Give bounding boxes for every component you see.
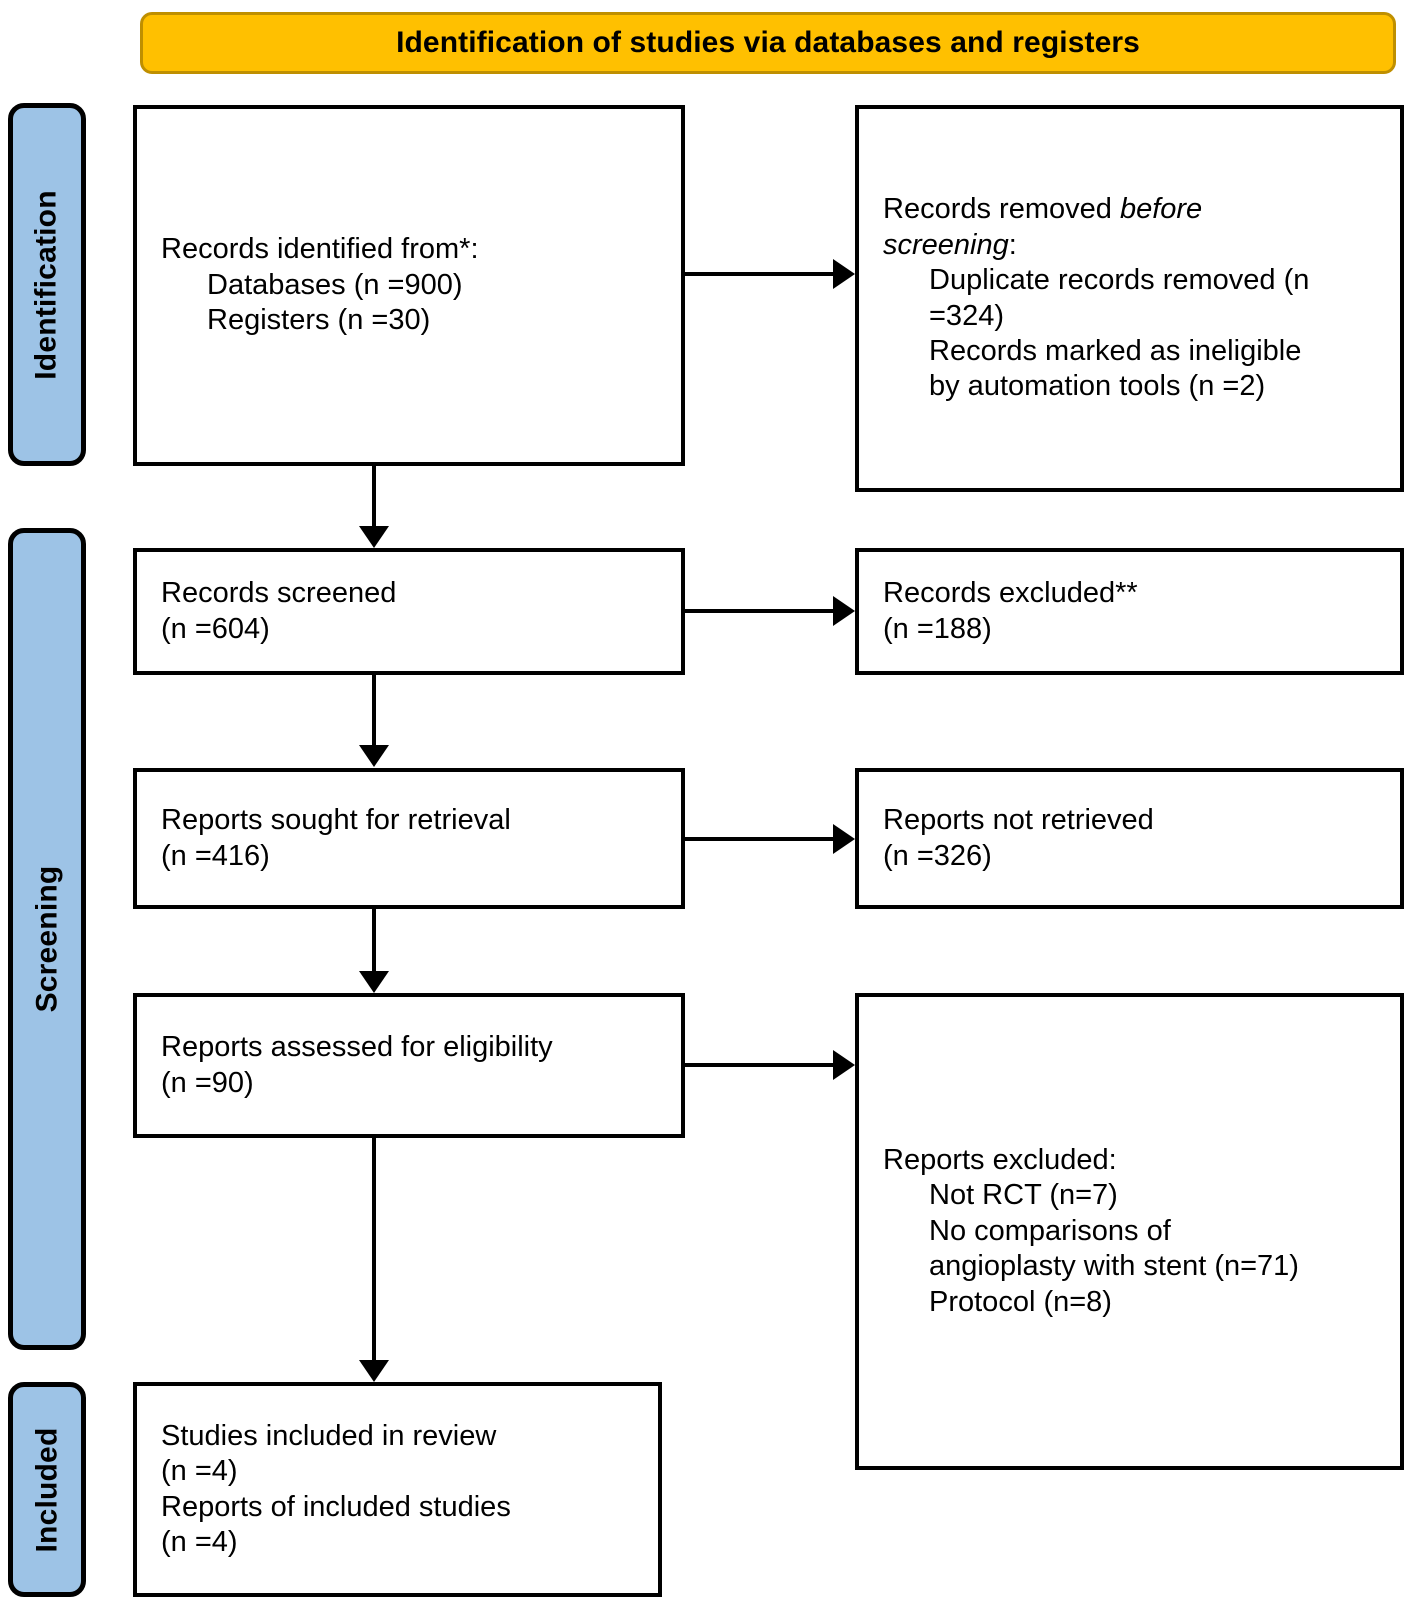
box-records-identified: Records identified from*: Databases (n =… [133,105,685,466]
connector-screened-to-sought [372,675,376,745]
reports-of-included-studies-count: (n =4) [161,1525,238,1558]
connector-screened-to-excluded [685,609,833,613]
records-removed-heading-line-1: Records removed before [883,192,1376,227]
arrowhead-right-to-removed [833,259,855,289]
arrowhead-down-to-included [359,1360,389,1382]
records-removed-duplicates-line-1: Duplicate records removed (n [929,264,1310,297]
box-reports-not-retrieved: Reports not retrieved (n =326) [855,768,1404,909]
connector-sought-to-assessed [372,909,376,971]
studies-included-count: (n =4) [161,1455,238,1488]
connector-assessed-to-reports-excluded [685,1063,833,1067]
box-studies-included: Studies included in review (n =4) Report… [133,1382,662,1597]
records-identified-databases: Databases (n =900) [207,268,463,301]
stage-label-screening: Screening [8,528,86,1350]
connector-assessed-to-included [372,1138,376,1360]
records-removed-heading-line-2: screening: [883,228,1376,263]
records-excluded-label: Records excluded** [883,577,1138,610]
arrowhead-right-to-excluded [833,596,855,626]
diagram-title: Identification of studies via databases … [396,26,1140,59]
box-reports-sought-for-retrieval: Reports sought for retrieval (n =416) [133,768,685,909]
reports-excluded-no-comparisons-line-2: angioplasty with stent (n=71) [929,1250,1299,1283]
reports-not-retrieved-count: (n =326) [883,839,992,872]
records-identified-registers: Registers (n =30) [207,304,431,337]
box-records-screened: Records screened (n =604) [133,548,685,675]
records-excluded-count: (n =188) [883,612,992,645]
diagram-title-banner: Identification of studies via databases … [140,12,1396,74]
reports-sought-label: Reports sought for retrieval [161,804,511,837]
records-removed-heading-prefix: Records removed [883,193,1120,226]
box-reports-excluded-with-reasons: Reports excluded: Not RCT (n=7) No compa… [855,993,1404,1470]
reports-excluded-not-rct: Not RCT (n=7) [929,1179,1118,1212]
connector-identified-to-removed [685,272,833,276]
reports-excluded-protocol: Protocol (n=8) [929,1285,1112,1318]
reports-excluded-no-comparisons-line-1: No comparisons of [929,1214,1171,1247]
arrowhead-down-to-screened [359,526,389,548]
box-reports-assessed-for-eligibility: Reports assessed for eligibility (n =90) [133,993,685,1138]
stage-label-identification: Identification [8,103,86,466]
arrowhead-down-to-sought [359,745,389,767]
arrowhead-down-to-assessed [359,971,389,993]
box-records-excluded: Records excluded** (n =188) [855,548,1404,675]
reports-sought-count: (n =416) [161,839,270,872]
studies-included-label: Studies included in review [161,1419,497,1452]
records-removed-heading-colon: : [1008,228,1017,261]
stage-label-included-text: Included [30,1427,64,1552]
reports-of-included-studies-label: Reports of included studies [161,1490,511,1523]
reports-assessed-count: (n =90) [161,1066,254,1099]
stage-label-screening-text: Screening [30,865,64,1013]
reports-excluded-heading: Reports excluded: [883,1144,1117,1177]
connector-identified-to-screened [372,466,376,528]
records-removed-heading-emphasis-before: before [1119,193,1203,226]
arrowhead-right-to-reports-excluded [833,1050,855,1080]
arrowhead-right-to-not-retrieved [833,824,855,854]
stage-label-identification-text: Identification [30,189,63,380]
connector-sought-to-not-retrieved [685,837,833,841]
box-records-removed-before-screening: Records removed before screening: Duplic… [855,105,1404,492]
records-identified-line-1: Records identified from*: [161,233,479,266]
records-removed-automation-line-2: by automation tools (n =2) [929,370,1266,403]
records-removed-heading-emphasis-screening: screening [883,228,1009,261]
reports-not-retrieved-label: Reports not retrieved [883,804,1154,837]
reports-assessed-label: Reports assessed for eligibility [161,1031,553,1064]
records-removed-duplicates-line-2: =324) [929,299,1004,332]
records-screened-label: Records screened [161,577,397,610]
records-screened-count: (n =604) [161,612,270,645]
stage-label-included: Included [8,1382,86,1597]
records-removed-automation-line-1: Records marked as ineligible [929,334,1302,367]
